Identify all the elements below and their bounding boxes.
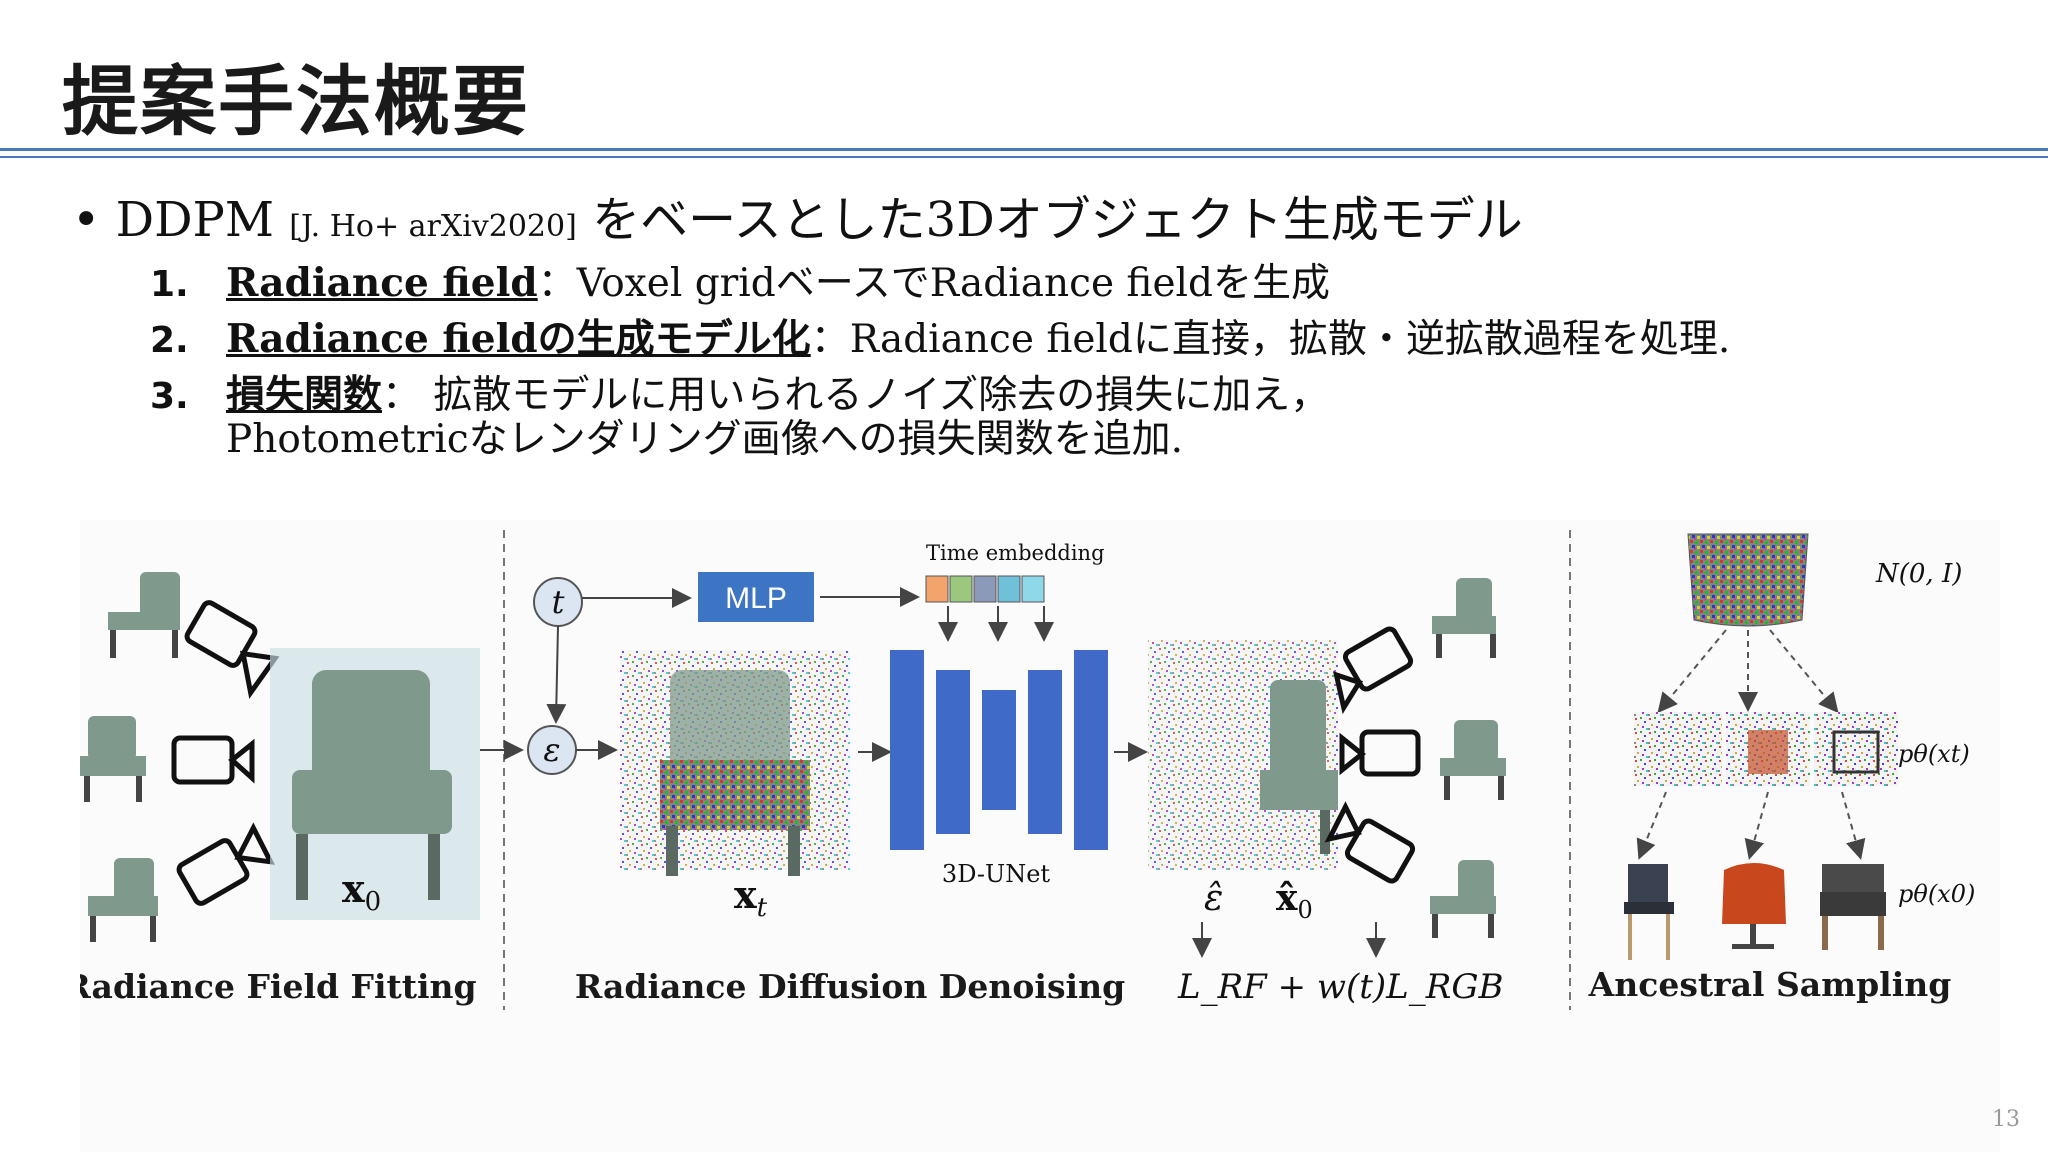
unet-block	[890, 650, 1108, 850]
bullet-mark: •	[72, 192, 101, 248]
camera-icon	[184, 600, 280, 699]
time-embedding-vector	[925, 575, 1045, 603]
embedding-cell	[973, 575, 997, 603]
sample-volume	[1634, 712, 1722, 786]
bullet-pre: DDPM	[115, 192, 290, 248]
mlp-label: MLP	[725, 582, 787, 615]
method-figure: x0 Radiance Field Fitting t ε MLP Time e…	[80, 520, 2000, 1152]
chair-icon	[108, 572, 180, 658]
item-term: Radiance fieldの生成モデル化	[226, 316, 811, 362]
chair-icon	[88, 858, 158, 942]
item-text: ：Radiance fieldに直接，拡散・逆拡散過程を処理.	[810, 317, 1731, 362]
p-xt-label: pθ(xt)	[1898, 740, 1970, 768]
chair-icon	[1440, 720, 1506, 800]
time-embedding-label: Time embedding	[926, 541, 1105, 565]
embedding-cell	[925, 575, 949, 603]
item-number: 2.	[150, 320, 189, 361]
svg-text:x0: x0	[342, 866, 381, 917]
sample-volume	[1814, 712, 1898, 786]
camera-icon	[171, 735, 255, 785]
chair-icon	[1260, 680, 1338, 854]
caption-sampling: Ancestral Sampling	[1588, 965, 1952, 1004]
item-continuation: Photometricなレンダリング画像への損失関数を追加.	[226, 417, 1184, 462]
chair-icon	[292, 670, 452, 900]
x0-sub: 0	[365, 887, 382, 917]
sampling-section: N(0, I) pθ(xt) pθ(x0) Ancestral Sampling	[1588, 533, 1975, 1004]
chair-icon	[660, 670, 810, 876]
unet-label: 3D-UNet	[942, 860, 1050, 888]
p-x0-label: pθ(x0)	[1898, 880, 1975, 908]
page-number: 13	[1992, 1107, 2020, 1132]
item-term: Radiance field	[226, 260, 538, 306]
item-number: 3.	[150, 376, 189, 417]
item-number: 1.	[150, 264, 189, 305]
caption-fitting: Radiance Field Fitting	[80, 967, 477, 1006]
diffusion-section: t ε MLP Time embedding xt 3D-UNet	[527, 541, 1506, 1007]
slide-title: 提案手法概要	[62, 57, 530, 146]
camera-icon	[1324, 801, 1416, 884]
bullet-post: をベースとした3Dオブジェクト生成モデル	[576, 192, 1523, 248]
noise-volume	[1687, 533, 1809, 627]
xt-sub: t	[757, 893, 768, 923]
list-item: 2. Radiance fieldの生成モデル化：Radiance fieldに直…	[150, 308, 1730, 364]
epsilon-label: ε	[543, 731, 560, 769]
camera-icon	[176, 822, 276, 906]
fitting-section: x0 Radiance Field Fitting	[80, 572, 524, 1006]
chair-icon	[1432, 578, 1496, 658]
citation: [J. Ho+ arXiv2020]	[289, 209, 577, 244]
item-text: ：Voxel gridベースでRadiance fieldを生成	[537, 261, 1330, 306]
chair-icon	[1430, 860, 1496, 938]
t-label: t	[552, 583, 565, 621]
list-item: 1. Radiance field：Voxel gridベースでRadiance …	[150, 252, 1330, 308]
embedding-cell	[997, 575, 1021, 603]
armchair-icon	[1722, 863, 1786, 949]
x0-hat-sub: 0	[1297, 896, 1312, 924]
title-divider-bottom	[0, 156, 2048, 158]
title-divider-top	[0, 148, 2048, 151]
noise-distribution-label: N(0, I)	[1875, 559, 1962, 589]
epsilon-hat-label: ε̂	[1204, 878, 1223, 919]
chair-icon	[80, 716, 146, 802]
camera-icon	[1339, 729, 1421, 777]
item-text: ： 拡散モデルに用いられるノイズ除去の損失に加え，	[382, 373, 1330, 418]
item-term: 損失関数	[226, 372, 383, 418]
caption-denoising: Radiance Diffusion Denoising	[575, 967, 1125, 1006]
stool-icon	[1624, 864, 1674, 960]
embedding-cell	[1021, 575, 1045, 603]
list-item: 3. 損失関数： 拡散モデルに用いられるノイズ除去の損失に加え，	[150, 364, 1329, 420]
main-bullet: • DDPM [J. Ho+ arXiv2020] をベースとした3Dオブジェク…	[72, 180, 1523, 250]
svg-text:xt: xt	[734, 872, 768, 923]
chair-icon	[1820, 864, 1886, 950]
mlp-block	[698, 572, 814, 622]
camera-icon	[1332, 626, 1414, 715]
x0-hat-label: x̂	[1276, 877, 1298, 919]
loss-label: L_RF + w(t)L_RGB	[1177, 967, 1504, 1007]
x0-label: x	[342, 866, 365, 911]
xt-label: x	[734, 872, 757, 917]
svg-text:x̂0: x̂0	[1276, 877, 1313, 924]
embedding-cell	[949, 575, 973, 603]
